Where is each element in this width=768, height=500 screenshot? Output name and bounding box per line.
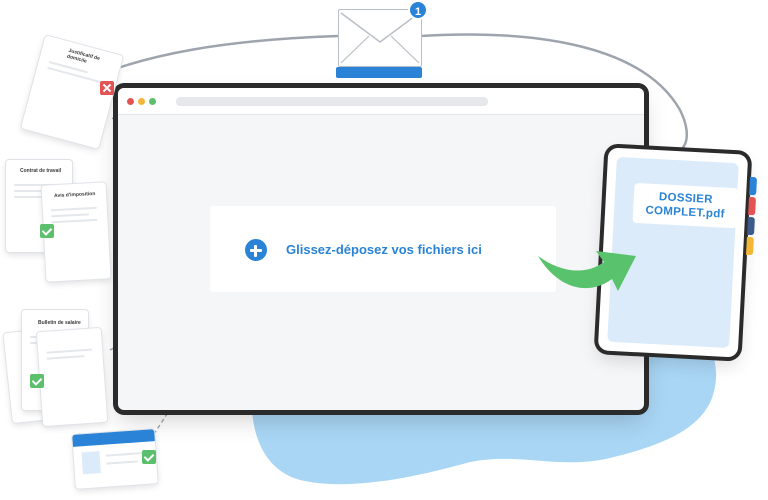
- folder-tab-red: [748, 196, 757, 216]
- check-icon: [40, 224, 54, 238]
- browser-window: Glissez-déposez vos fichiers ici: [118, 88, 644, 410]
- minimize-dot-icon[interactable]: [138, 98, 145, 105]
- document-title: Contrat de travail: [20, 168, 62, 174]
- text-line: [106, 460, 139, 465]
- browser-toolbar: [118, 88, 644, 115]
- email-address-bar: [336, 67, 422, 78]
- folder-tab-yellow: [745, 236, 754, 256]
- email-connector-right: [419, 33, 688, 152]
- text-line: [51, 218, 98, 224]
- notification-badge: 1: [408, 0, 428, 20]
- text-line: [105, 451, 146, 457]
- check-icon: [30, 374, 44, 388]
- check-icon: [142, 450, 156, 464]
- text-line: [46, 348, 93, 354]
- envelope-icon: [338, 9, 422, 67]
- text-line: [51, 213, 90, 218]
- plus-icon[interactable]: [242, 236, 270, 264]
- maximize-dot-icon[interactable]: [149, 98, 156, 105]
- document-title: Bulletin de salaire: [38, 320, 81, 326]
- text-line: [14, 196, 62, 198]
- drop-zone-label: Glissez-déposez vos fichiers ici: [286, 242, 482, 257]
- background-blob: [251, 336, 717, 485]
- cross-icon: [100, 81, 114, 95]
- text-line: [46, 355, 85, 360]
- id-card-photo: [81, 451, 101, 475]
- text-line: [50, 206, 97, 212]
- url-bar[interactable]: [176, 97, 488, 106]
- text-line: [14, 190, 54, 192]
- envelope-flap: [340, 12, 420, 64]
- folder-tab-blue: [749, 176, 758, 196]
- document-title: Avis d'imposition: [53, 190, 96, 200]
- output-pdf-card[interactable]: DOSSIER COMPLET.pdf: [597, 147, 758, 358]
- email-connector-left: [97, 34, 339, 77]
- folder-tab-navy: [747, 216, 755, 236]
- pdf-filename: DOSSIER COMPLET.pdf: [632, 182, 739, 229]
- document-stack-front: [36, 327, 108, 427]
- close-dot-icon[interactable]: [127, 98, 134, 105]
- text-line: [14, 184, 62, 186]
